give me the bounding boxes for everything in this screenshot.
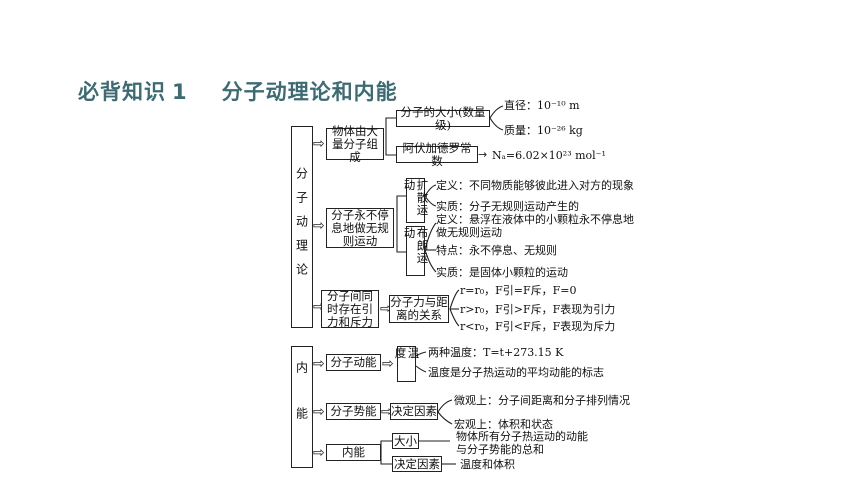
energy-label: 内能 — [342, 445, 365, 459]
potential-factors-label: 决定因素 — [391, 404, 437, 418]
energy-factors-box: 决定因素 — [392, 456, 442, 472]
theory-root-box: 分子动理论 — [291, 126, 313, 328]
relation-eq: r=r₀，F引=F斥，F=0 — [460, 284, 577, 297]
temperature-scales: 两种温度：T=t+273.15 K — [428, 346, 564, 359]
arrow-icon: ⇨ — [313, 136, 325, 152]
arrow-icon: ⇨ — [381, 404, 393, 420]
diffusion-label: 扩散运动 — [402, 179, 430, 217]
brownian-box: 布朗运动 — [403, 226, 430, 276]
brownian-feature: 特点：永不停息、无规则 — [436, 244, 557, 257]
molecule-size-box: 分子的大小(数量级) — [396, 105, 490, 131]
avogadro-value: Nₐ=6.02×10²³ mol⁻¹ — [492, 149, 606, 162]
energy-size-text: 物体所有分子热运动的动能与分子势能的总和 — [456, 430, 588, 456]
relation-box: 分子力与距离的关系 — [389, 295, 449, 323]
theory-root-label: 分子动理论 — [294, 167, 309, 287]
energy-factors-label: 决定因素 — [394, 456, 440, 471]
brownian-essence: 实质：是固体小颗粒的运动 — [436, 266, 568, 279]
arrow-icon: ⇨ — [313, 445, 325, 461]
energy-box: 内能 — [326, 444, 381, 461]
arrow-icon: ⇨ — [382, 356, 394, 372]
diffusion-essence: 实质：分子无规则运动产生的 — [436, 200, 579, 213]
energy-factors-text: 温度和体积 — [460, 458, 515, 471]
arrow-icon: ⇨ — [313, 218, 325, 234]
potential-box: 分子势能 — [326, 403, 381, 420]
arrow-icon: ⇨ — [313, 299, 325, 315]
brownian-label: 布朗运动 — [402, 227, 430, 265]
temperature-label: 温度 — [393, 347, 421, 365]
potential-micro: 微观上：分子间距离和分子排列情况 — [454, 394, 630, 407]
arrow-icon: ⇨ — [313, 356, 325, 372]
force-box: 分子间同时存在引力和斥力 — [321, 288, 379, 329]
composition-label: 物体由大量分子组成 — [332, 123, 378, 164]
internal-root-box: 内能 — [291, 346, 313, 468]
potential-factors-box: 决定因素 — [390, 403, 438, 420]
mass-text: 质量：10⁻²⁶ kg — [504, 124, 583, 137]
title-number: 1 — [172, 80, 188, 104]
title-heading: 分子动理论和内能 — [221, 80, 398, 104]
title-prefix: 必背知识 — [78, 80, 166, 104]
composition-box: 物体由大量分子组成 — [326, 124, 384, 163]
relation-label: 分子力与距离的关系 — [390, 295, 448, 322]
relation-lt: r<r₀，F引<F斥，F表现为斥力 — [460, 320, 616, 333]
avogadro-label: 阿伏加德罗常数 — [402, 140, 472, 168]
potential-label: 分子势能 — [330, 404, 377, 418]
energy-size-box: 大小 — [392, 433, 419, 449]
brownian-definition: 定义：悬浮在液体中的小颗粒永不停息地做无规则运动 — [436, 213, 634, 239]
energy-size-label: 大小 — [394, 433, 417, 448]
arrow-icon: ⇨ — [313, 404, 325, 420]
kinetic-box: 分子动能 — [326, 354, 381, 371]
relation-gt: r>r₀，F引>F斥，F表现为引力 — [460, 303, 616, 316]
molecule-size-label: 分子的大小(数量级) — [400, 104, 486, 132]
force-label: 分子间同时存在引力和斥力 — [327, 288, 373, 329]
diffusion-box: 扩散运动 — [403, 178, 430, 223]
avogadro-box: 阿伏加德罗常数 — [396, 141, 478, 167]
arrow-icon: ⇨ — [380, 301, 392, 317]
temperature-box: 温度 — [394, 346, 421, 382]
internal-root-label: 内能 — [294, 361, 309, 453]
motion-box: 分子永不停息地做无规则运动 — [326, 208, 394, 248]
diameter-text: 直径：10⁻¹⁰ m — [504, 99, 580, 112]
arrow-right-icon: → — [478, 148, 488, 161]
diffusion-definition: 定义：不同物质能够彼此进入对方的现象 — [436, 179, 634, 192]
motion-label: 分子永不停息地做无规则运动 — [331, 207, 389, 248]
potential-macro: 宏观上：体积和状态 — [454, 418, 553, 431]
kinetic-label: 分子动能 — [330, 355, 377, 369]
temperature-meaning: 温度是分子热运动的平均动能的标志 — [428, 366, 604, 379]
